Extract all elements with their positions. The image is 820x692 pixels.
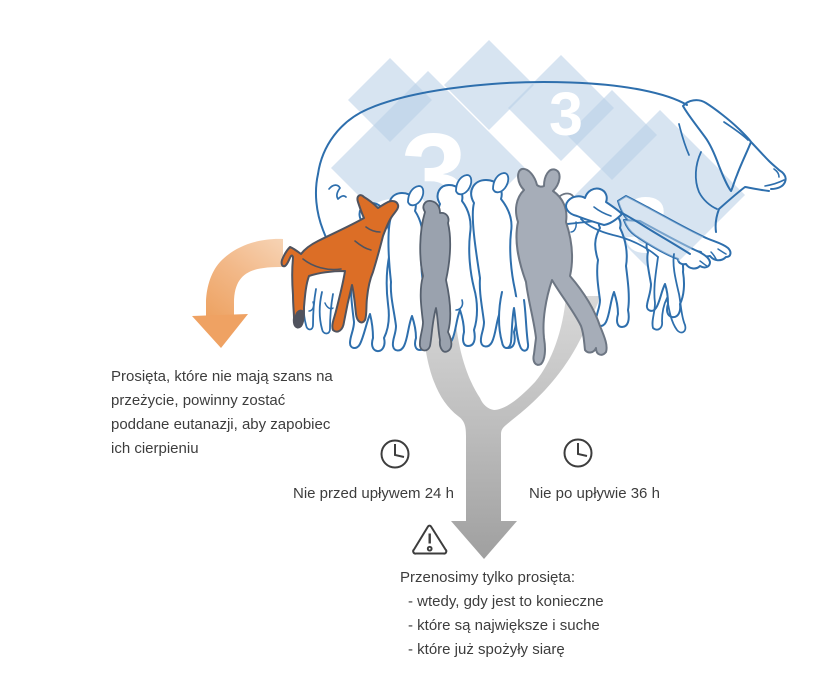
svg-text:Nie po upływie 36 h: Nie po upływie 36 h: [529, 485, 660, 502]
svg-text:3: 3: [549, 80, 583, 148]
svg-text:Przenosimy tylko prosięta:: Przenosimy tylko prosięta:: [400, 569, 575, 586]
svg-text:- wtedy, gdy jest to konieczne: - wtedy, gdy jest to konieczne: [408, 593, 604, 610]
svg-text:Nie przed upływem 24 h: Nie przed upływem 24 h: [293, 485, 454, 502]
svg-text:poddane eutanazji, aby zapobie: poddane eutanazji, aby zapobiec: [111, 416, 331, 433]
svg-text:ich cierpieniu: ich cierpieniu: [111, 440, 199, 457]
svg-text:- które są największe i suche: - które są największe i suche: [408, 617, 600, 634]
svg-text:przeżycie, powinny zostać: przeżycie, powinny zostać: [111, 392, 286, 409]
svg-text:Prosięta, które nie mają szans: Prosięta, które nie mają szans na: [111, 368, 333, 385]
svg-text:- które już spożyły siarę: - które już spożyły siarę: [408, 641, 565, 658]
